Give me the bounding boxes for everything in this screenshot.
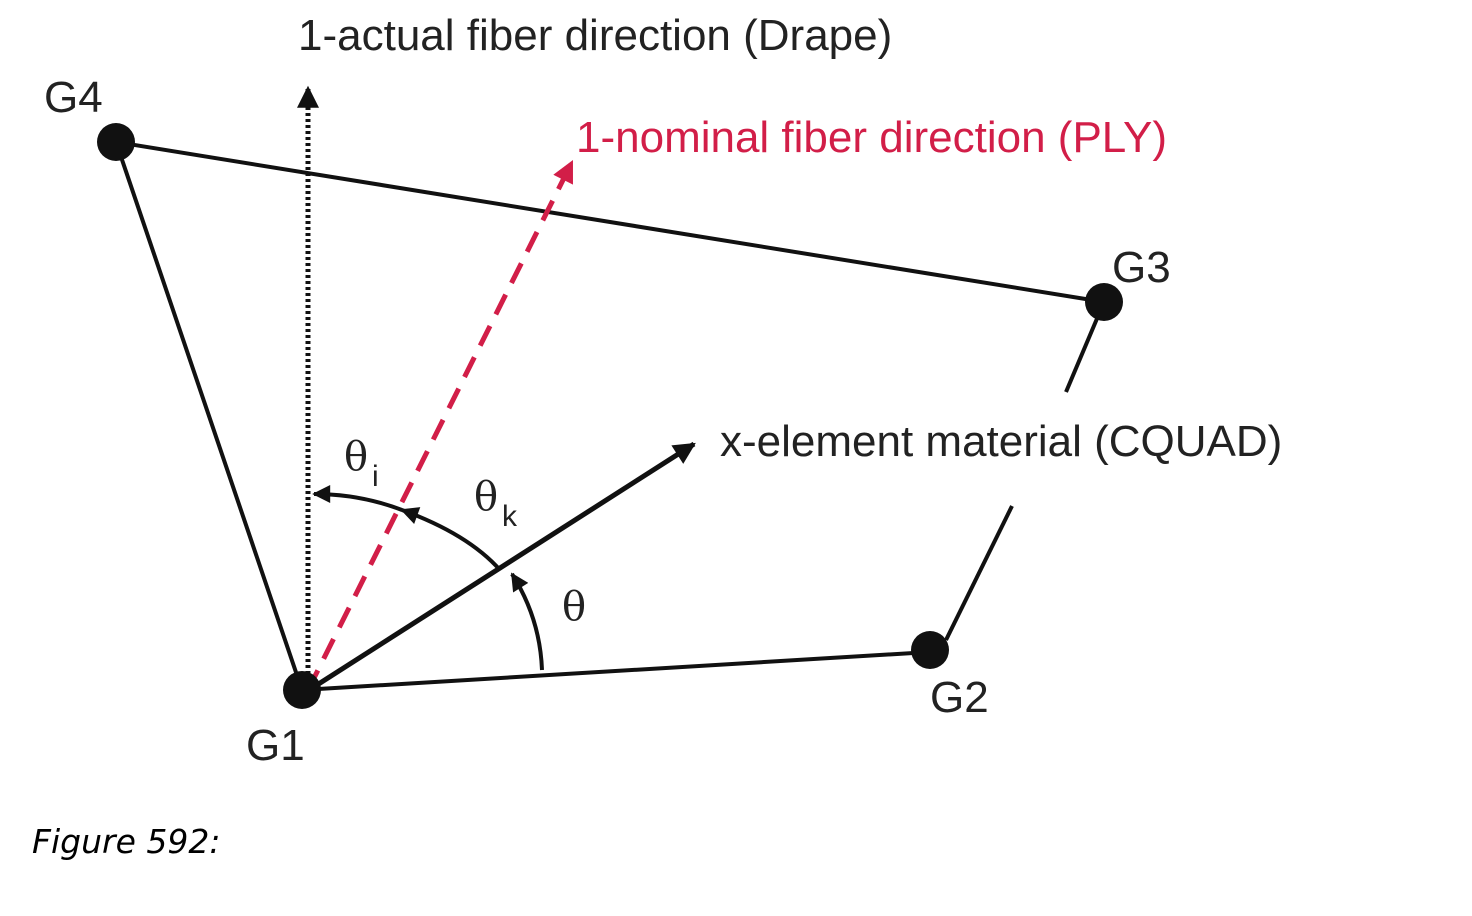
node-label-g4: G4 [44,73,103,122]
theta-k-arc [400,507,502,572]
actual-fiber-label: 1-actual fiber direction (Drape) [298,11,892,60]
edge-g2-g3-lower [944,505,1014,641]
figure-caption: Figure 592: [32,822,221,861]
theta-i-subscript: i [372,460,379,493]
edge-g4-g3 [115,140,1105,304]
edge-g1-g2 [301,650,931,692]
theta-symbol: θ [562,584,586,630]
node-label-g1: G1 [246,721,305,770]
fiber-direction-diagram: 1-actual fiber direction (Drape) 1-nomin… [44,11,1282,770]
node-g2 [911,631,949,669]
theta-k-subscript: k [502,500,518,533]
theta-i-symbol: θ [344,434,368,480]
node-g4 [97,123,135,161]
theta-i-arc [312,485,403,512]
edge-g1-g4 [114,141,304,691]
element-x-label: x-element material (CQUAD) [720,417,1282,466]
node-label-g2: G2 [930,673,989,722]
theta-k-symbol: θ [474,474,498,520]
nominal-fiber-arrow [305,160,575,692]
node-g3 [1085,283,1123,321]
node-g1 [283,671,321,709]
node-label-g3: G3 [1112,243,1171,292]
nominal-fiber-label: 1-nominal fiber direction (PLY) [576,113,1167,162]
theta-arc [510,572,544,671]
